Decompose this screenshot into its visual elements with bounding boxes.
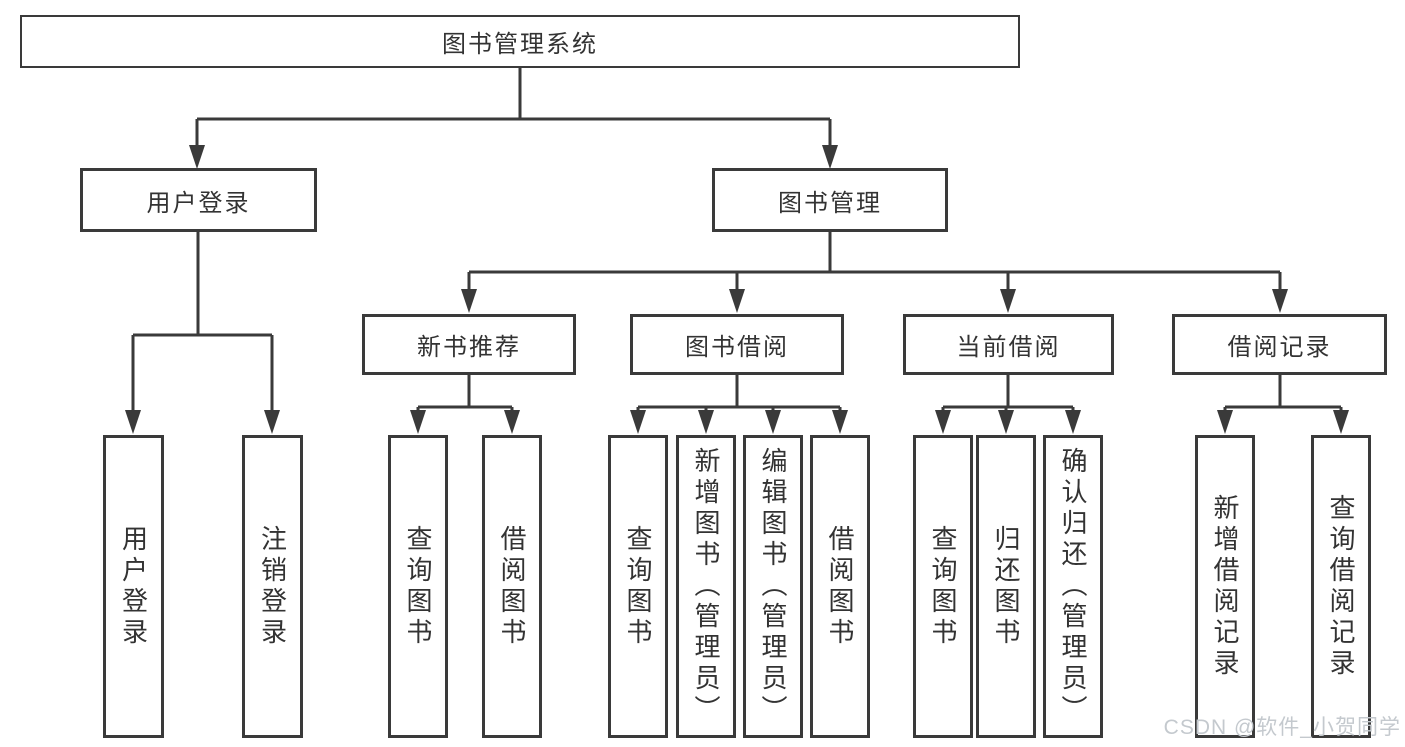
node-book-management-label: 图书管理	[778, 189, 882, 217]
leaf-query-book-3: 查询图书	[913, 435, 973, 738]
node-book-borrow: 图书借阅	[630, 314, 844, 375]
node-book-management: 图书管理	[712, 168, 948, 232]
node-book-borrow-label: 图书借阅	[685, 334, 789, 361]
leaf-query-borrow-record-label: 查询借阅记录	[1326, 493, 1356, 680]
leaf-borrow-book-2-label: 借阅图书	[825, 524, 855, 649]
leaf-borrow-book-2: 借阅图书	[810, 435, 870, 738]
leaf-borrow-book-1: 借阅图书	[482, 435, 542, 738]
leaf-user-login-label: 用户登录	[118, 524, 149, 649]
leaf-query-book-2-label: 查询图书	[623, 524, 653, 649]
leaf-return-book-label: 归还图书	[991, 524, 1021, 649]
leaf-confirm-return-admin-label: 确认归还（管理员）	[1058, 447, 1088, 726]
leaf-query-book-3-label: 查询图书	[928, 524, 958, 649]
node-root-label: 图书管理系统	[442, 31, 598, 58]
node-new-book-recommend-label: 新书推荐	[417, 334, 521, 361]
node-current-borrow: 当前借阅	[903, 314, 1114, 375]
leaf-add-borrow-record: 新增借阅记录	[1195, 435, 1255, 738]
leaf-add-borrow-record-label: 新增借阅记录	[1210, 493, 1240, 680]
node-borrow-records-label: 借阅记录	[1227, 334, 1332, 361]
leaf-query-book-1: 查询图书	[388, 435, 448, 738]
watermark: CSDN @软件_小贺同学	[1163, 716, 1401, 739]
leaf-return-book: 归还图书	[976, 435, 1036, 738]
leaf-add-book-admin-label: 新增图书（管理员）	[691, 447, 721, 726]
leaf-query-book-2: 查询图书	[608, 435, 668, 738]
leaf-confirm-return-admin: 确认归还（管理员）	[1043, 435, 1103, 738]
node-new-book-recommend: 新书推荐	[362, 314, 576, 375]
node-user-login-label: 用户登录	[146, 189, 251, 217]
leaf-edit-book-admin: 编辑图书（管理员）	[743, 435, 803, 738]
leaf-logout: 注销登录	[242, 435, 303, 738]
leaf-user-login: 用户登录	[103, 435, 164, 738]
leaf-query-borrow-record: 查询借阅记录	[1311, 435, 1371, 738]
node-user-login: 用户登录	[80, 168, 317, 232]
node-current-borrow-label: 当前借阅	[956, 334, 1061, 361]
node-root: 图书管理系统	[20, 15, 1020, 68]
leaf-edit-book-admin-label: 编辑图书（管理员）	[758, 447, 788, 726]
arrowheads	[125, 145, 1349, 434]
leaf-query-book-1-label: 查询图书	[403, 524, 433, 649]
leaf-logout-label: 注销登录	[257, 524, 288, 649]
leaf-borrow-book-1-label: 借阅图书	[497, 524, 527, 649]
leaf-add-book-admin: 新增图书（管理员）	[676, 435, 736, 738]
node-borrow-records: 借阅记录	[1172, 314, 1387, 375]
